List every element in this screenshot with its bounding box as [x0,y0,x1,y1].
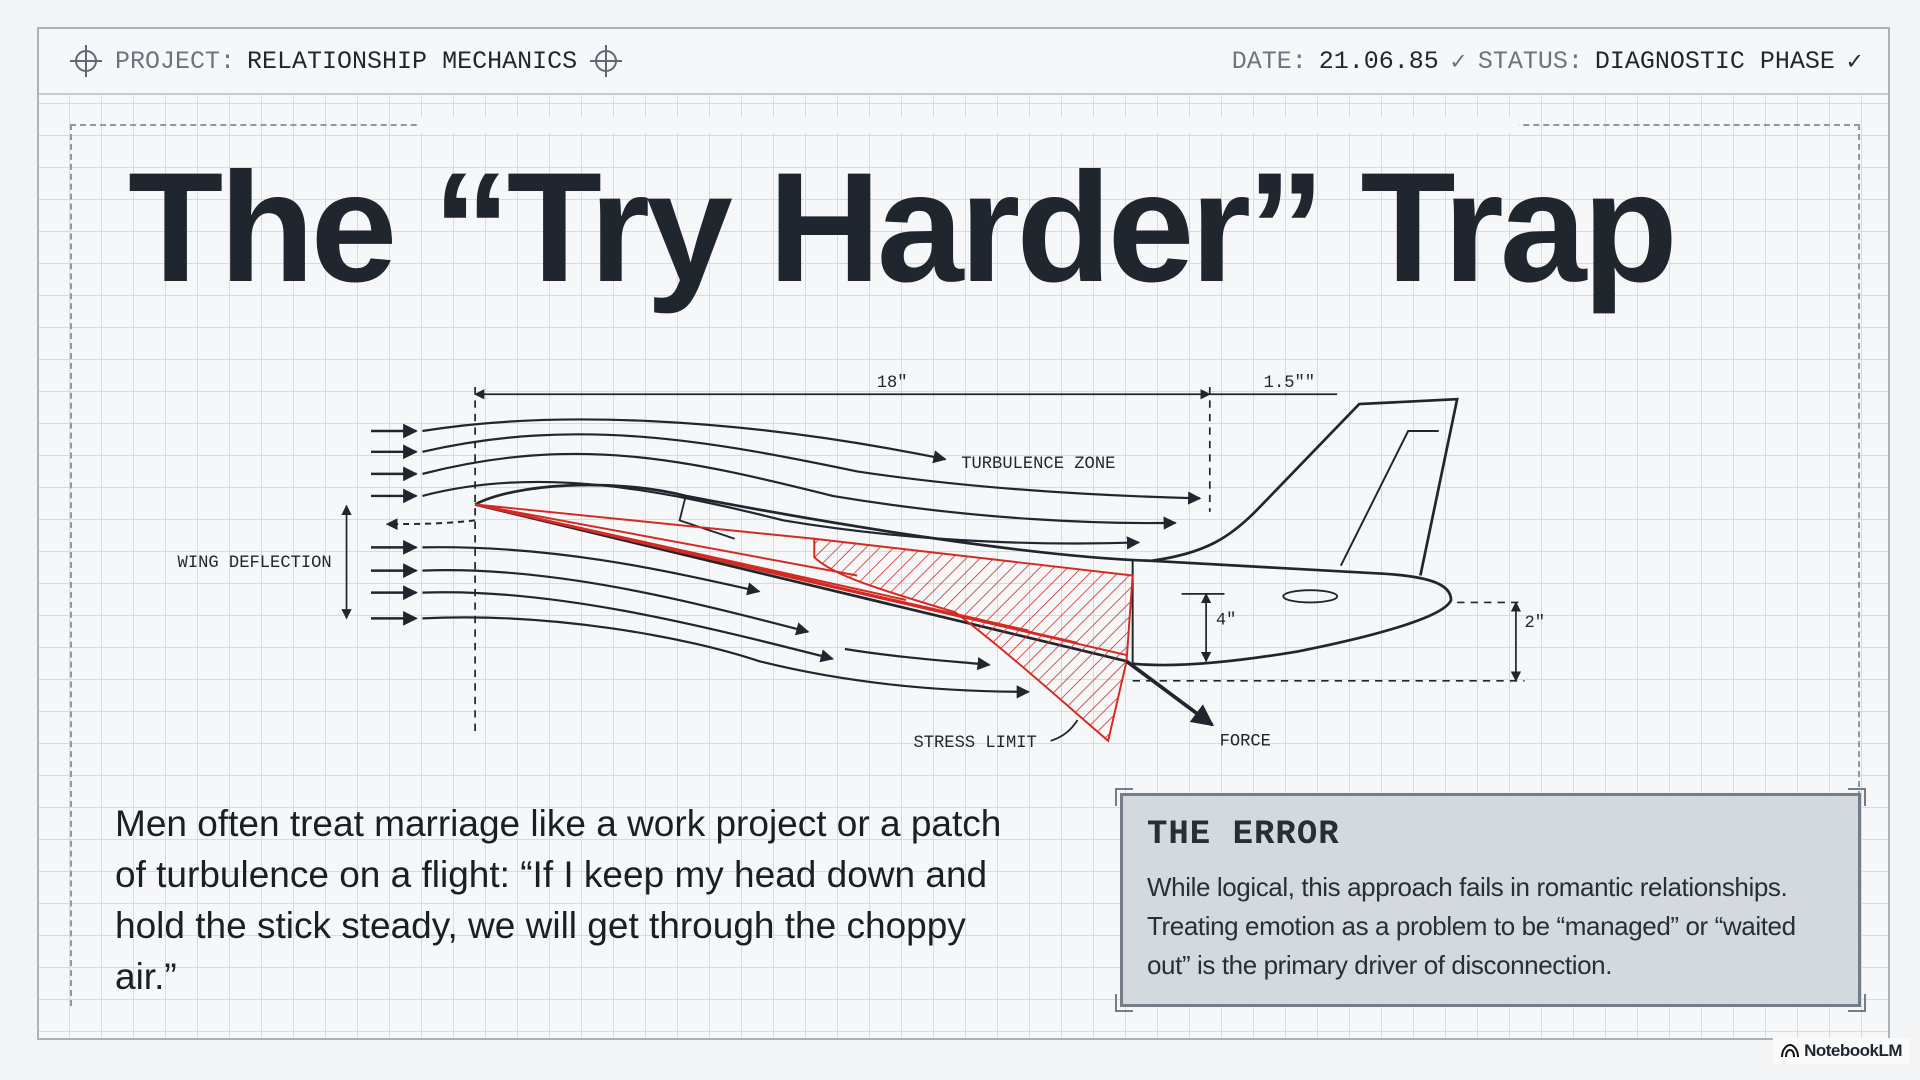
deflected-wing [474,503,1134,743]
project-group: PROJECT: RELATIONSHIP MECHANICS [69,44,623,78]
force-label: FORCE [1220,733,1271,752]
error-text: While logical, this approach fails in ro… [1147,872,1796,980]
corner-bracket [1848,994,1866,1012]
page-title: The “Try Harder” Trap [128,141,1678,315]
inflow-arrows [371,423,418,626]
streamlines [422,418,1202,699]
date-value: 21.06.85 [1318,46,1439,76]
turbulence-zone-label: TURBULENCE ZONE [961,455,1115,474]
status-group: DATE: 21.06.85 ✓ STATUS: DIAGNOSTIC PHAS… [1232,46,1862,77]
date-label: DATE: [1231,46,1307,76]
dim-tail-label: 1.5"" [1264,374,1315,393]
status-label: STATUS: [1477,46,1583,76]
wing-deflection-label: WING DEFLECTION [178,554,332,573]
check-icon: ✓ [1846,47,1862,77]
badge-label: NotebookLM [1804,1041,1902,1060]
force-arrow [1125,659,1215,727]
check-icon: ✓ [1450,47,1466,77]
dim-4-label: 4" [1216,611,1237,630]
dim-2-label: 2" [1524,614,1545,633]
backflow-arrow [385,518,476,530]
stress-limit-label: STRESS LIMIT [913,734,1036,753]
project-label: PROJECT: [115,46,236,76]
notebooklm-badge: NotebookLM [1773,1038,1910,1064]
crosshair-icon [590,45,623,77]
corner-bracket [1115,788,1133,806]
frame-gap [419,117,1519,133]
status-value: DIAGNOSTIC PHASE [1594,46,1835,76]
corner-bracket [1115,994,1133,1012]
stress-limit-leader [1050,719,1079,742]
body-paragraph: Men often treat marriage like a work pro… [115,803,1002,997]
project-value: RELATIONSHIP MECHANICS [247,46,578,76]
notebooklm-logo-icon [1781,1044,1800,1058]
dim-18-label: 18" [877,374,908,393]
error-callout: THE ERROR While logical, this approach f… [1115,788,1866,1012]
corner-bracket [1848,788,1866,806]
header-bar: PROJECT: RELATIONSHIP MECHANICS DATE: 21… [39,29,1888,95]
crosshair-icon [70,45,102,77]
slide-panel: PROJECT: RELATIONSHIP MECHANICS DATE: 21… [37,27,1890,1040]
error-title: THE ERROR [1147,816,1340,854]
